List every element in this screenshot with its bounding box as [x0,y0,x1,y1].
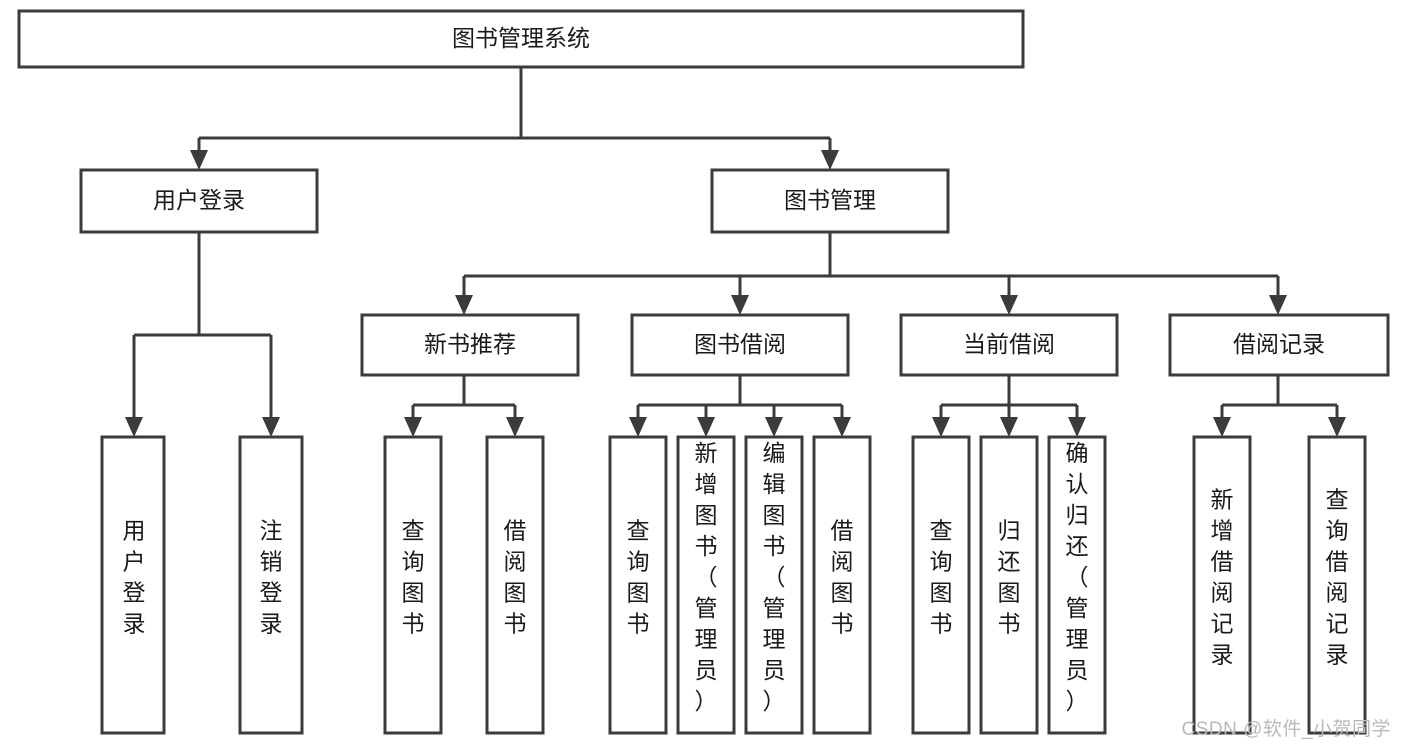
node-leaf-borrow-book-1-box[interactable] [485,435,545,735]
node-leaf-borrow-book-2-label: 借阅图书 [831,518,854,637]
arrow-to-leaf-confirm-return [1068,417,1086,437]
node-root-label: 图书管理系统 [452,25,590,51]
node-leaf-add-book[interactable]: 新增图书（管理员） [676,435,736,735]
node-leaf-confirm-return-box[interactable] [1047,435,1107,735]
node-borrow-record[interactable]: 借阅记录 [1168,313,1390,377]
arrow-to-new-book-recommend [455,295,473,315]
node-borrow-record-label: 借阅记录 [1233,331,1325,357]
node-leaf-return-book[interactable]: 归还图书 [979,435,1039,735]
arrow-to-leaf-query-book-2 [629,417,647,437]
arrow-to-leaf-query-book-3 [932,417,950,437]
arrow-to-book-borrow [731,295,749,315]
node-book-management-label: 图书管理 [784,187,876,213]
node-root[interactable]: 图书管理系统 [17,9,1025,69]
connector-layer [125,67,1346,437]
node-root-box[interactable] [17,9,1025,69]
node-current-borrow-box[interactable] [899,313,1119,377]
arrow-to-leaf-user-logout [262,417,280,437]
arrow-to-leaf-edit-book [765,417,783,437]
node-leaf-edit-book-box[interactable] [744,435,804,735]
node-book-management-box[interactable] [710,168,950,234]
node-leaf-borrow-book-1[interactable]: 借阅图书 [485,435,545,735]
node-leaf-confirm-return-label: 确认归还（管理员） [1066,440,1089,714]
node-leaf-query-book-3-box[interactable] [911,435,971,735]
node-leaf-query-book-2-label: 查询图书 [627,518,650,637]
node-leaf-user-logout[interactable]: 注销登录 [238,435,304,735]
node-leaf-confirm-return[interactable]: 确认归还（管理员） [1047,435,1107,735]
arrow-to-leaf-add-book [697,417,715,437]
node-leaf-query-book-1-label: 查询图书 [402,518,425,637]
node-leaf-return-book-label: 归还图书 [998,518,1021,637]
arrow-to-leaf-return-book [1000,417,1018,437]
node-leaf-query-record-box[interactable] [1307,435,1367,735]
node-book-borrow[interactable]: 图书借阅 [630,313,850,377]
node-leaf-query-record-label: 查询借阅记录 [1326,487,1349,668]
arrow-to-leaf-add-record [1213,417,1231,437]
node-borrow-record-box[interactable] [1168,313,1390,377]
node-leaf-query-book-3-label: 查询图书 [930,518,953,637]
arrow-to-borrow-record [1269,295,1287,315]
arrow-to-leaf-borrow-book-1 [506,417,524,437]
node-user-login-box[interactable] [79,168,319,234]
node-leaf-query-book-2-box[interactable] [608,435,668,735]
arrow-to-user-login [190,150,208,170]
node-new-book-recommend-label: 新书推荐 [424,331,516,357]
node-new-book-recommend-box[interactable] [360,313,580,377]
node-book-borrow-label: 图书借阅 [694,331,786,357]
node-leaf-add-record-box[interactable] [1192,435,1252,735]
node-current-borrow-label: 当前借阅 [963,331,1055,357]
node-leaf-add-record[interactable]: 新增借阅记录 [1192,435,1252,735]
arrow-to-book-management [821,150,839,170]
node-book-borrow-box[interactable] [630,313,850,377]
node-leaf-user-login-label: 用户登录 [123,518,146,637]
node-leaf-user-logout-box[interactable] [238,435,304,735]
node-leaf-add-book-box[interactable] [676,435,736,735]
node-user-login[interactable]: 用户登录 [79,168,319,234]
node-leaf-user-logout-label: 注销登录 [260,518,283,637]
node-leaf-query-record[interactable]: 查询借阅记录 [1307,435,1367,735]
arrow-to-leaf-query-book-1 [404,417,422,437]
arrow-to-leaf-borrow-book-2 [833,417,851,437]
node-user-login-label: 用户登录 [153,187,245,213]
node-leaf-borrow-book-2-box[interactable] [812,435,872,735]
node-leaf-query-book-1-box[interactable] [383,435,443,735]
arrow-to-leaf-query-record [1328,417,1346,437]
node-current-borrow[interactable]: 当前借阅 [899,313,1119,377]
node-leaf-borrow-book-1-label: 借阅图书 [504,518,527,637]
node-new-book-recommend[interactable]: 新书推荐 [360,313,580,377]
node-leaf-user-login[interactable]: 用户登录 [100,435,166,735]
node-leaf-query-book-1[interactable]: 查询图书 [383,435,443,735]
node-leaf-borrow-book-2[interactable]: 借阅图书 [812,435,872,735]
node-book-management[interactable]: 图书管理 [710,168,950,234]
node-leaf-add-record-label: 新增借阅记录 [1211,487,1234,668]
node-leaf-query-book-3[interactable]: 查询图书 [911,435,971,735]
node-leaf-return-book-box[interactable] [979,435,1039,735]
node-leaf-edit-book[interactable]: 编辑图书（管理员） [744,435,804,735]
node-leaf-edit-book-label: 编辑图书（管理员） [763,440,786,714]
arrow-to-leaf-user-login [125,417,143,437]
node-leaf-query-book-2[interactable]: 查询图书 [608,435,668,735]
arrow-to-current-borrow [1000,295,1018,315]
node-leaf-add-book-label: 新增图书（管理员） [695,440,718,714]
node-leaf-user-login-box[interactable] [100,435,166,735]
